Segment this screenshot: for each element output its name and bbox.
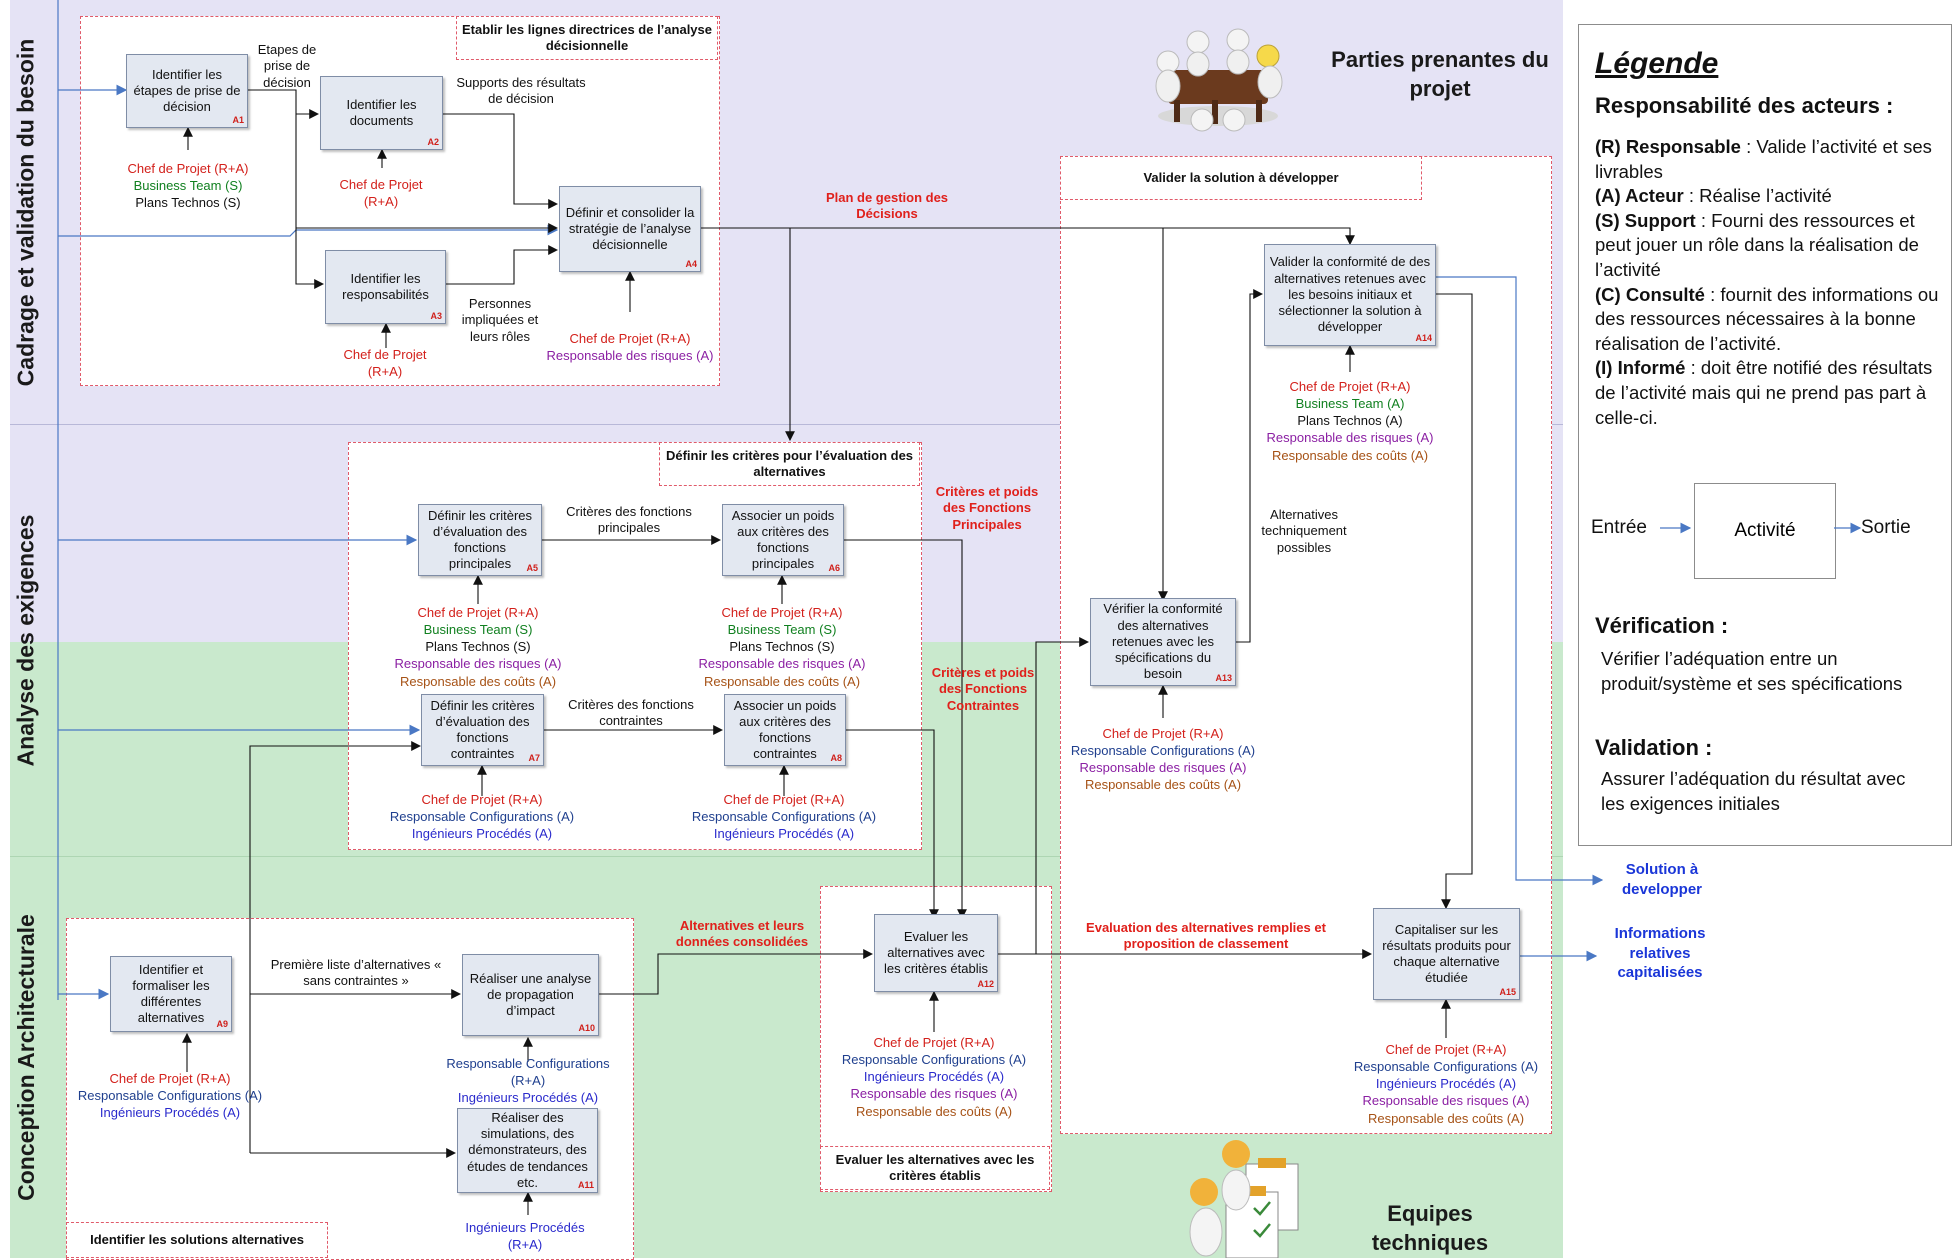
legend-def-responsable: (R) Responsable : Valide l’activité et s… [1595,136,1932,182]
group-title-evaluer: Evaluer les alternatives avec les critèr… [820,1146,1050,1190]
flow-label-evaluation-classement: Evaluation des alternatives remplies et … [1086,920,1326,952]
lane-divider [10,424,1563,425]
legend-definitions: (R) Responsable : Valide l’activité et s… [1595,135,1940,430]
activity-a10[interactable]: Réaliser une analyse de propagation d’im… [462,954,599,1036]
flow-label-criteres-principales: Critères des fonctions principales [566,504,692,536]
actors-a14: Chef de Projet (R+A)Business Team (A)Pla… [1266,379,1434,463]
flow-label-personnes: Personnes impliquées et leurs rôles [461,296,539,344]
flow-label-poids-contraintes: Critères et poids des Fonctions Contrain… [931,665,1035,713]
stakeholders-title: Parties prenantes du projet [1331,47,1549,101]
legend-entree: Entrée [1591,517,1647,538]
activity-a9[interactable]: Identifier et formaliser les différentes… [110,956,232,1032]
group-title-valider: Valider la solution à développer [1060,156,1422,200]
legend-activite: Activité [1694,483,1836,579]
legend-sortie: Sortie [1861,517,1911,538]
legend-def-consulte: (C) Consulté : fournit des informations … [1595,283,1939,354]
flow-label-premiere-liste: Première liste d’alternatives « sans con… [270,957,442,989]
activity-a6[interactable]: Associer un poids aux critères des fonct… [722,504,844,576]
actors-a13: Chef de Projet (R+A)Responsable Configur… [1070,726,1256,793]
actors-a4: Chef de Projet (R+A)Responsable des risq… [546,331,714,364]
group-title-lignes-directrices: Etablir les lignes directrices de l’anal… [456,16,718,60]
flow-label-criteres-contraintes: Critères des fonctions contraintes [568,697,694,729]
actors-a11: Ingénieurs Procédés(R+A) [465,1220,585,1253]
legend-validation-text: Assurer l’adéquation du résultat avec le… [1601,768,1906,814]
legend-verification-text: Vérifier l’adéquation entre un produit/s… [1601,648,1903,694]
meeting-table-icon [1155,28,1283,132]
actors-a3: Chef de Projet(R+A) [343,347,427,380]
output-solution: Solution à developper [1621,861,1703,898]
actors-a8: Chef de Projet (R+A)Responsable Configur… [691,792,877,842]
output-informations: Informations relatives capitalisées [1614,925,1706,981]
group-title-criteres: Définir les critères pour l’évaluation d… [659,442,920,486]
activity-a12[interactable]: Evaluer les alternatives avec les critèr… [874,914,998,992]
legend-arrows [1660,522,1862,534]
legend-validation-title: Validation : [1595,735,1713,760]
flow-label-poids-principales: Critères et poids des Fonctions Principa… [935,484,1039,532]
activity-a14[interactable]: Valider la conformité de des alternative… [1264,244,1436,346]
flow-label-plan-gestion: Plan de gestion des Décisions [825,190,949,222]
actors-a2: Chef de Projet(R+A) [339,177,423,210]
activity-a5[interactable]: Définir les critères d’évaluation des fo… [418,504,542,576]
actors-a12: Chef de Projet (R+A)Responsable Configur… [841,1035,1027,1119]
teams-title: Equipes techniques [1371,1201,1489,1255]
legend-responsabilite-title: Responsabilité des acteurs : [1595,93,1894,118]
legend-def-informe: (I) Informé : doit être notifié des résu… [1595,357,1933,428]
legend-verification-title: Vérification : [1595,613,1729,638]
flow-label-alternatives-possibles: Alternatives techniquement possibles [1261,507,1347,555]
actors-a7: Chef de Projet (R+A)Responsable Configur… [389,792,575,842]
actors-a6: Chef de Projet (R+A)Business Team (S)Pla… [698,605,866,689]
activity-a7[interactable]: Définir les critères d’évaluation des fo… [421,694,544,766]
activity-a11[interactable]: Réaliser des simulations, des démonstrat… [457,1108,598,1193]
lane-divider [10,856,1563,857]
actors-a1: Chef de Projet (R+A)Business Team (S)Pla… [127,161,249,211]
flow-label-etapes: Etapes de prise de décision [257,42,317,90]
engineers-icon [1189,1140,1299,1258]
activity-a13[interactable]: Vérifier la conformité des alternatives … [1090,598,1236,686]
activity-a4[interactable]: Définir et consolider la stratégie de l’… [559,186,701,272]
legend-def-support: (S) Support : Fourni des ressources et p… [1595,209,1919,280]
activity-a15[interactable]: Capitaliser sur les résultats produits p… [1373,908,1520,1000]
legend-panel: Légende Responsabilité des acteurs : (R)… [1578,24,1952,846]
flow-label-supports: Supports des résultats de décision [456,75,586,107]
legend-def-acteur: (A) Acteur : Réalise l’activité [1595,185,1832,207]
legend-title: Légende [1595,47,1719,80]
actors-a10: Responsable Configurations(R+A)Ingénieur… [446,1056,610,1106]
actors-a9: Chef de Projet (R+A)Responsable Configur… [77,1071,263,1121]
actors-a5: Chef de Projet (R+A)Business Team (S)Pla… [394,605,562,689]
actors-a15: Chef de Projet (R+A)Responsable Configur… [1353,1042,1539,1126]
activity-a1[interactable]: Identifier les étapes de prise de décisi… [126,54,248,128]
activity-a8[interactable]: Associer un poids aux critères des fonct… [724,694,846,766]
flow-label-alternatives-consolidees: Alternatives et leurs données consolidée… [675,918,809,950]
